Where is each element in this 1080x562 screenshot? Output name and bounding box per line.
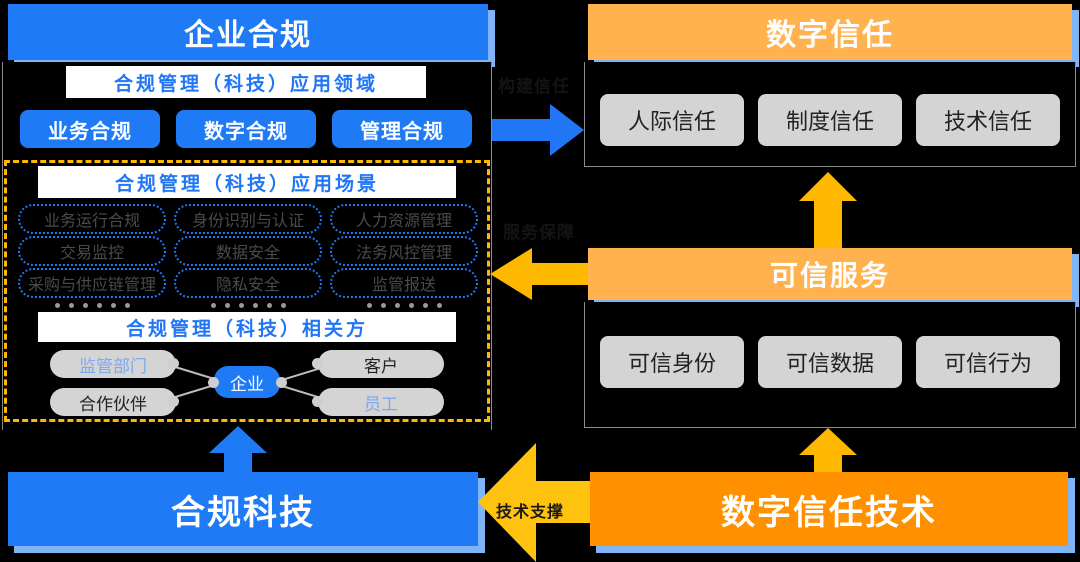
scenario-pill-c2-r3[interactable]: 隐私安全 — [174, 268, 322, 298]
stakeholder-employee-label: 员工 — [364, 394, 398, 414]
compliance-tech-banner-label: 合规科技 — [171, 493, 315, 532]
arrow-label-tech-support-text: 技术支撑 — [496, 504, 565, 521]
domain-pill-3[interactable]: 管理合规 — [332, 110, 472, 148]
scenario-pill-c1-r3-label: 采购与供应链管理 — [27, 277, 156, 294]
banner-shadow-right — [1072, 254, 1079, 307]
trusted-service-header-label: 可信服务 — [769, 260, 890, 291]
arrow-label-service-guarantee-text: 服务保障 — [503, 223, 575, 242]
node-dot-partner — [168, 396, 179, 407]
banner-shadow-bottom — [596, 546, 1075, 553]
service-item-2[interactable]: 可信数据 — [758, 336, 902, 388]
domain-caption: 合规管理（科技）应用领域 — [66, 66, 426, 98]
trust-item-2-label: 制度信任 — [785, 109, 874, 134]
digital-trust-tech-banner: 数字信任技术 — [590, 472, 1075, 553]
scenario-caption-label: 合规管理（科技）应用场景 — [114, 173, 379, 195]
stakeholder-caption: 合规管理（科技）相关方 — [38, 312, 456, 342]
banner-shadow-right — [1072, 10, 1079, 67]
scenario-pill-c3-r3-label: 监管报送 — [371, 277, 436, 294]
stakeholder-regulator-label: 监管部门 — [79, 356, 147, 376]
scenario-dots-col1 — [18, 300, 166, 310]
trusted-service-header: 可信服务 — [588, 248, 1079, 307]
node-dot-regulator — [168, 358, 179, 369]
banner-shadow-right — [1068, 478, 1075, 553]
stakeholder-customer-label: 客户 — [364, 356, 398, 376]
arrow-label-service-guarantee: 服务保障 — [503, 218, 575, 243]
trust-item-3[interactable]: 技术信任 — [916, 94, 1060, 146]
stakeholder-regulator[interactable]: 监管部门 — [50, 350, 176, 378]
scenario-pill-c3-r1-label: 人力资源管理 — [355, 213, 452, 230]
trust-item-3-label: 技术信任 — [943, 109, 1032, 134]
node-dot-customer — [312, 358, 323, 369]
arrow-label-build-trust-text: 构建信任 — [498, 77, 570, 96]
node-dot-enterprise-right — [276, 377, 287, 388]
stakeholder-customer[interactable]: 客户 — [318, 350, 444, 378]
banner-shadow-right — [478, 478, 485, 553]
stakeholder-enterprise-label: 企业 — [230, 374, 264, 394]
arrow-left-service-guarantee — [490, 248, 590, 300]
scenario-pill-c2-r2[interactable]: 数据安全 — [174, 236, 322, 266]
node-dot-enterprise-left — [208, 377, 219, 388]
stakeholder-employee[interactable]: 员工 — [318, 388, 444, 416]
banner-shadow-right — [488, 10, 495, 67]
stakeholder-enterprise[interactable]: 企业 — [214, 366, 280, 398]
domain-pill-1[interactable]: 业务合规 — [20, 110, 160, 148]
service-item-2-label: 可信数据 — [785, 351, 874, 376]
scenario-pill-c2-r2-label: 数据安全 — [215, 245, 280, 262]
arrow-right-build-trust — [492, 104, 584, 156]
scenario-pill-c1-r3[interactable]: 采购与供应链管理 — [18, 268, 166, 298]
service-item-3[interactable]: 可信行为 — [916, 336, 1060, 388]
enterprise-compliance-header-label: 企业合规 — [184, 19, 312, 52]
service-item-1-label: 可信身份 — [627, 351, 716, 376]
scenario-pill-c1-r1[interactable]: 业务运行合规 — [18, 204, 166, 234]
arrow-up-compliance-tech — [209, 426, 267, 474]
banner-shadow-bottom — [14, 546, 485, 553]
enterprise-compliance-header: 企业合规 — [8, 4, 495, 67]
service-item-3-label: 可信行为 — [943, 351, 1032, 376]
scenario-pill-c2-r3-label: 隐私安全 — [215, 277, 280, 294]
scenario-pill-c3-r3[interactable]: 监管报送 — [330, 268, 478, 298]
scenario-pill-c1-r2-label: 交易监控 — [59, 245, 124, 262]
arrow-left-tech-support — [478, 443, 590, 562]
digital-trust-tech-banner-label: 数字信任技术 — [721, 493, 937, 532]
scenario-pill-c2-r1[interactable]: 身份识别与认证 — [174, 204, 322, 234]
domain-pill-2[interactable]: 数字合规 — [176, 110, 316, 148]
stakeholder-partner[interactable]: 合作伙伴 — [50, 388, 176, 416]
trust-item-2[interactable]: 制度信任 — [758, 94, 902, 146]
domain-pill-2-label: 数字合规 — [204, 120, 288, 143]
arrow-label-tech-support: 技术支撑 — [496, 498, 564, 522]
trust-item-1-label: 人际信任 — [627, 109, 716, 134]
scenario-pill-c3-r1[interactable]: 人力资源管理 — [330, 204, 478, 234]
trust-item-1[interactable]: 人际信任 — [600, 94, 744, 146]
scenario-pill-c1-r2[interactable]: 交易监控 — [18, 236, 166, 266]
node-dot-employee — [312, 396, 323, 407]
scenario-dots-col2 — [174, 300, 322, 310]
digital-trust-header-label: 数字信任 — [766, 19, 894, 52]
stakeholder-partner-label: 合作伙伴 — [79, 394, 147, 414]
scenario-pill-c3-r2[interactable]: 法务风控管理 — [330, 236, 478, 266]
arrow-up-tech-to-service — [799, 428, 857, 476]
scenario-caption: 合规管理（科技）应用场景 — [38, 166, 456, 198]
domain-pill-3-label: 管理合规 — [360, 120, 444, 143]
domain-pill-1-label: 业务合规 — [48, 120, 132, 143]
scenario-dots-col3 — [330, 300, 478, 310]
scenario-pill-c1-r1-label: 业务运行合规 — [43, 213, 140, 230]
compliance-tech-banner: 合规科技 — [8, 472, 485, 553]
domain-caption-label: 合规管理（科技）应用领域 — [113, 73, 378, 95]
scenario-pill-c2-r1-label: 身份识别与认证 — [191, 213, 304, 230]
stakeholder-caption-label: 合规管理（科技）相关方 — [125, 318, 368, 340]
arrow-up-service-to-trust — [799, 172, 857, 248]
service-item-1[interactable]: 可信身份 — [600, 336, 744, 388]
arrow-label-build-trust: 构建信任 — [498, 72, 570, 97]
digital-trust-header: 数字信任 — [588, 4, 1079, 67]
scenario-pill-c3-r2-label: 法务风控管理 — [355, 245, 452, 262]
